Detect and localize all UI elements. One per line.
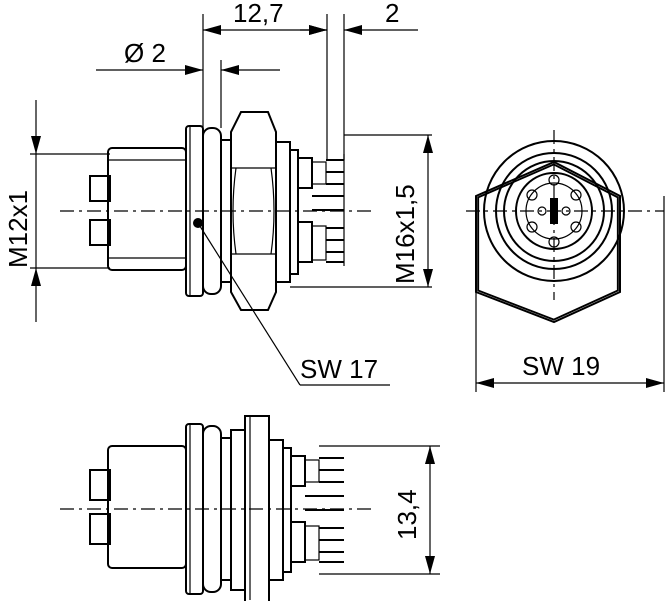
dim-thread-panel-label: M16x1,5 (390, 184, 420, 284)
dim-pin-offset: 2 (300, 0, 418, 35)
dim-wrench-panel: SW 17 (197, 222, 390, 386)
dim-thread-front-label: M12x1 (3, 190, 33, 268)
dim-thread-front: M12x1 (3, 100, 41, 322)
extension-lines-top (30, 14, 432, 288)
dim-thread-panel: M16x1,5 (390, 135, 433, 287)
dim-wrench-panel-label: SW 17 (300, 354, 378, 384)
dim-led-diameter-label: Ø 2 (124, 38, 166, 68)
dim-pitch-label: 12,7 (233, 0, 284, 28)
front-view (466, 130, 664, 324)
dim-height-label: 13,4 (392, 489, 422, 540)
dim-led-diameter: Ø 2 (96, 38, 280, 75)
dim-pin-offset-label: 2 (385, 0, 399, 28)
dim-wrench-front-label: SW 19 (522, 351, 600, 381)
side-view-top (60, 111, 372, 311)
side-view-bottom (60, 415, 372, 601)
dim-wrench-front: SW 19 (475, 196, 665, 392)
dim-height: 13,4 (319, 445, 440, 575)
